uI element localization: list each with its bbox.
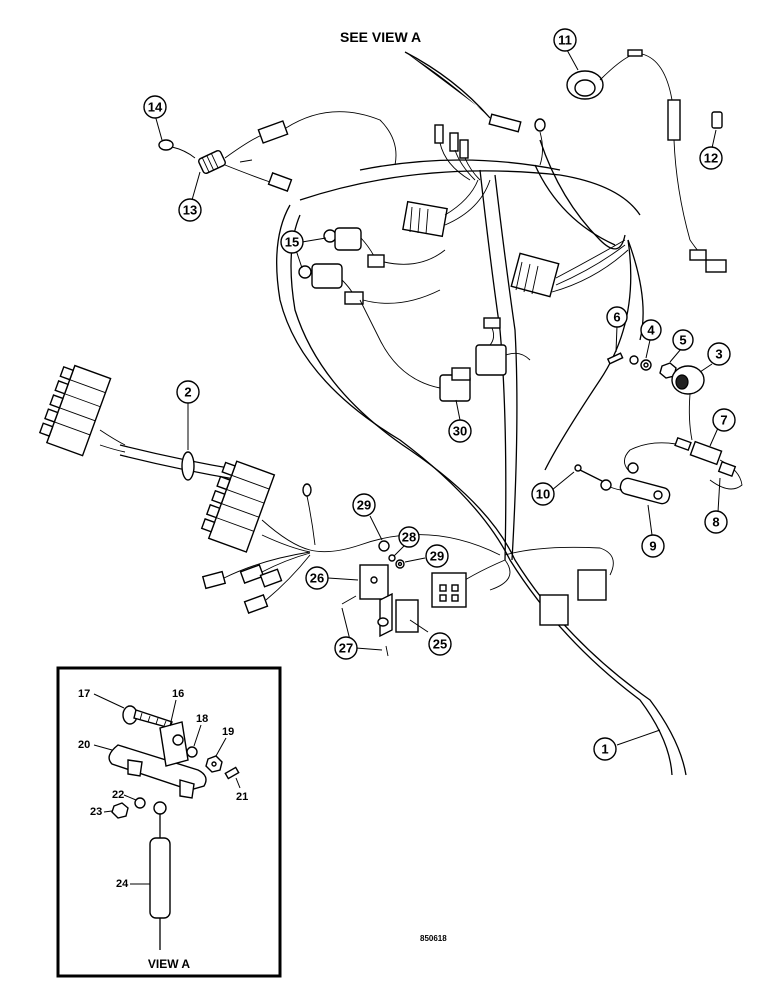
callout-14: 14 bbox=[143, 95, 167, 141]
svg-text:14: 14 bbox=[148, 100, 163, 115]
svg-text:10: 10 bbox=[536, 487, 550, 502]
upper-connectors bbox=[434, 113, 546, 181]
right-connector-block bbox=[510, 239, 629, 298]
svg-text:11: 11 bbox=[558, 33, 572, 48]
callout-26: 26 bbox=[305, 566, 359, 590]
callout-30: 30 bbox=[448, 399, 472, 443]
relay-cluster-15 bbox=[298, 179, 491, 305]
svg-text:3: 3 bbox=[715, 347, 722, 362]
svg-text:8: 8 bbox=[712, 515, 719, 530]
svg-text:26: 26 bbox=[310, 571, 324, 586]
callout-29-upper: 29 bbox=[352, 493, 383, 541]
loose-connectors bbox=[201, 551, 311, 614]
svg-text:13: 13 bbox=[183, 203, 197, 218]
callout-28: 28 bbox=[393, 526, 420, 557]
callout-7: 7 bbox=[709, 408, 736, 447]
view-a-inset: 17 16 18 19 20 21 22 23 24 VIEW A bbox=[56, 666, 282, 978]
svg-text:21: 21 bbox=[236, 791, 248, 803]
callout-4: 4 bbox=[640, 319, 662, 359]
svg-text:16: 16 bbox=[172, 688, 184, 700]
switch-3-hardware bbox=[606, 352, 705, 441]
svg-text:4: 4 bbox=[647, 323, 655, 338]
see-view-pointer bbox=[405, 52, 490, 118]
relay-30 bbox=[359, 299, 531, 402]
svg-text:15: 15 bbox=[285, 235, 299, 250]
svg-text:18: 18 bbox=[196, 713, 208, 725]
svg-text:12: 12 bbox=[704, 151, 718, 166]
svg-text:7: 7 bbox=[720, 413, 727, 428]
svg-text:22: 22 bbox=[112, 789, 124, 801]
switch-9-assembly bbox=[574, 436, 743, 505]
svg-text:27: 27 bbox=[339, 641, 353, 656]
callout-9: 9 bbox=[641, 504, 665, 558]
callout-5: 5 bbox=[669, 329, 694, 363]
drawing-code: 850618 bbox=[420, 934, 447, 943]
callout-11: 11 bbox=[553, 28, 579, 71]
lamp-socket-assembly bbox=[158, 111, 397, 192]
callout-3: 3 bbox=[699, 342, 731, 373]
svg-text:5: 5 bbox=[679, 333, 686, 348]
callout-15: 15 bbox=[280, 230, 327, 269]
callout-1: 1 bbox=[593, 729, 661, 761]
callout-29-lower: 29 bbox=[404, 544, 449, 568]
svg-text:28: 28 bbox=[402, 530, 416, 545]
svg-text:29: 29 bbox=[357, 498, 371, 513]
svg-text:25: 25 bbox=[433, 637, 447, 652]
svg-text:29: 29 bbox=[430, 549, 444, 564]
callout-12: 12 bbox=[699, 129, 723, 170]
callout-25: 25 bbox=[409, 619, 452, 656]
callout-2: 2 bbox=[176, 380, 200, 450]
connector-block-2 bbox=[38, 364, 316, 553]
relay-bracket-25-26 bbox=[341, 540, 607, 657]
callout-27: 27 bbox=[334, 607, 383, 660]
svg-text:2: 2 bbox=[184, 385, 191, 400]
svg-text:19: 19 bbox=[222, 726, 234, 738]
svg-text:6: 6 bbox=[613, 310, 620, 325]
main-harness bbox=[119, 139, 687, 776]
ignition-switch-assembly bbox=[566, 49, 727, 273]
callout-10: 10 bbox=[531, 471, 575, 506]
svg-text:23: 23 bbox=[90, 806, 102, 818]
svg-text:24: 24 bbox=[116, 878, 129, 890]
see-view-leader bbox=[404, 51, 491, 119]
callout-6: 6 bbox=[606, 306, 628, 353]
svg-text:20: 20 bbox=[78, 739, 90, 751]
svg-text:30: 30 bbox=[453, 424, 467, 439]
callout-13: 13 bbox=[178, 171, 202, 222]
view-a-title: VIEW A bbox=[148, 957, 191, 971]
see-view-a-label: SEE VIEW A bbox=[340, 29, 421, 45]
callout-8: 8 bbox=[704, 477, 728, 534]
svg-text:1: 1 bbox=[601, 742, 608, 757]
svg-text:17: 17 bbox=[78, 688, 90, 700]
svg-text:9: 9 bbox=[649, 539, 656, 554]
